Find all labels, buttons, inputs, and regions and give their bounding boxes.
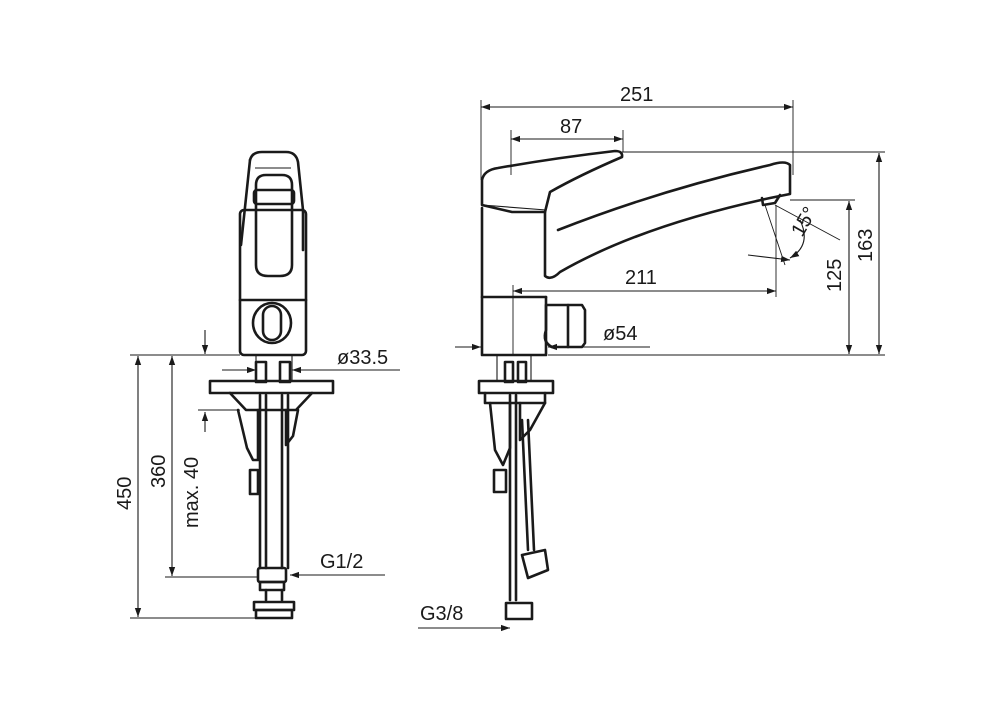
dim-g-3-8: G3/8	[420, 603, 463, 625]
dim-max-40: max. 40	[181, 457, 203, 528]
dim-125: 125	[824, 259, 846, 292]
dim-87: 87	[560, 116, 582, 138]
front-view	[208, 150, 335, 620]
dim-angle-15: 15°	[787, 203, 821, 240]
side-view	[477, 149, 792, 621]
dimension-lines	[130, 100, 885, 632]
dim-g-1-2: G1/2	[320, 551, 363, 573]
dim-163: 163	[855, 229, 877, 262]
dim-dia-54: ø54	[603, 323, 637, 345]
dim-360: 360	[148, 455, 170, 488]
dim-211: 211	[625, 267, 657, 289]
dim-251: 251	[620, 84, 653, 106]
dim-dia-33-5: ø33.5	[337, 347, 388, 369]
dim-450: 450	[114, 477, 136, 510]
